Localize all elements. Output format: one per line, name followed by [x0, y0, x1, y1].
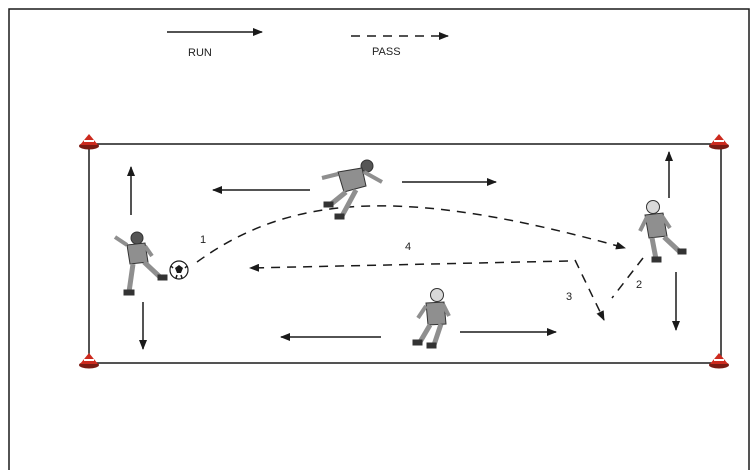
pass-4-path [249, 260, 569, 272]
cone-icon [79, 353, 99, 369]
pass-number-2: 2 [636, 279, 642, 291]
legend: RUN PASS [167, 28, 449, 59]
pass-paths [196, 205, 644, 321]
cone-icon [709, 353, 729, 369]
run-arrows [127, 151, 680, 350]
field-boundary [88, 143, 722, 364]
pass-number-1: 1 [200, 234, 206, 246]
cone-icon [79, 134, 99, 150]
ball-icon [169, 260, 189, 280]
outer-frame [8, 8, 750, 470]
cone-icon [709, 134, 729, 150]
pass-3-path [574, 259, 605, 321]
pass-2-path [611, 257, 644, 299]
pass-number-3: 3 [566, 291, 572, 303]
pass-number-4: 4 [405, 241, 411, 253]
pass-1-path [196, 205, 626, 263]
player-icon [412, 288, 451, 349]
player-icon [113, 231, 168, 296]
player-icon [638, 200, 687, 263]
pass-legend-label: PASS [372, 46, 401, 58]
player-icon [321, 159, 383, 220]
run-legend-label: RUN [188, 47, 212, 59]
